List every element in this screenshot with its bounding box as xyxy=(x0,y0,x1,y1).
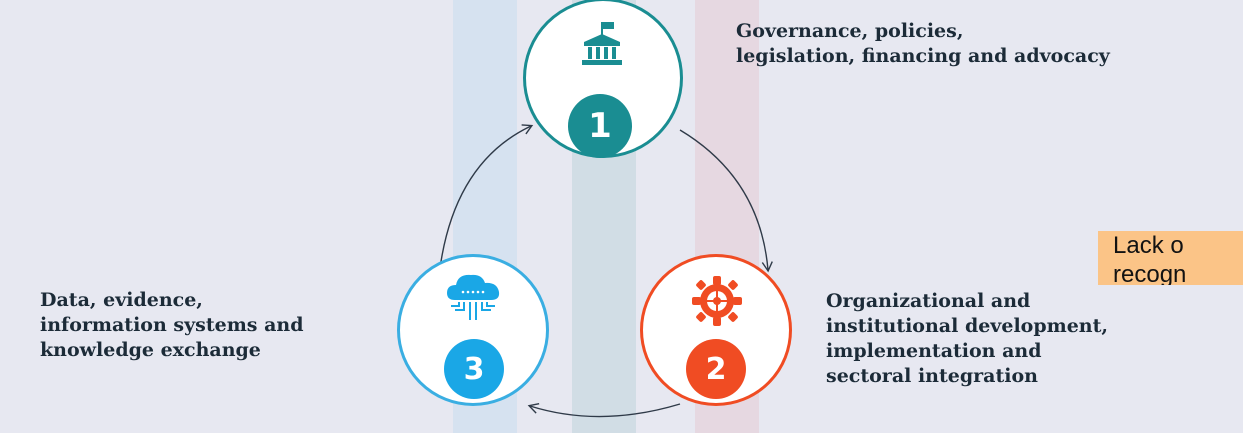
arrow-2-to-3 xyxy=(527,402,681,418)
callout-note: Lack o recogn xyxy=(1098,231,1243,285)
step-3-label: Data, evidence, information systems and … xyxy=(40,289,304,361)
government-building-icon xyxy=(582,22,622,65)
step-1-label: Governance, policies, legislation, finan… xyxy=(736,20,1110,67)
arrow-3-to-1 xyxy=(439,124,534,269)
arrow-1-to-2 xyxy=(679,129,773,273)
gear-network-icon xyxy=(692,276,742,326)
step-3-number-badge: 3 xyxy=(444,339,504,399)
step-1-number-badge: 1 xyxy=(568,94,632,158)
cloud-data-icon xyxy=(447,274,500,320)
step-2-label: Organizational and institutional develop… xyxy=(826,290,1109,387)
step-2-number-badge: 2 xyxy=(686,339,746,399)
